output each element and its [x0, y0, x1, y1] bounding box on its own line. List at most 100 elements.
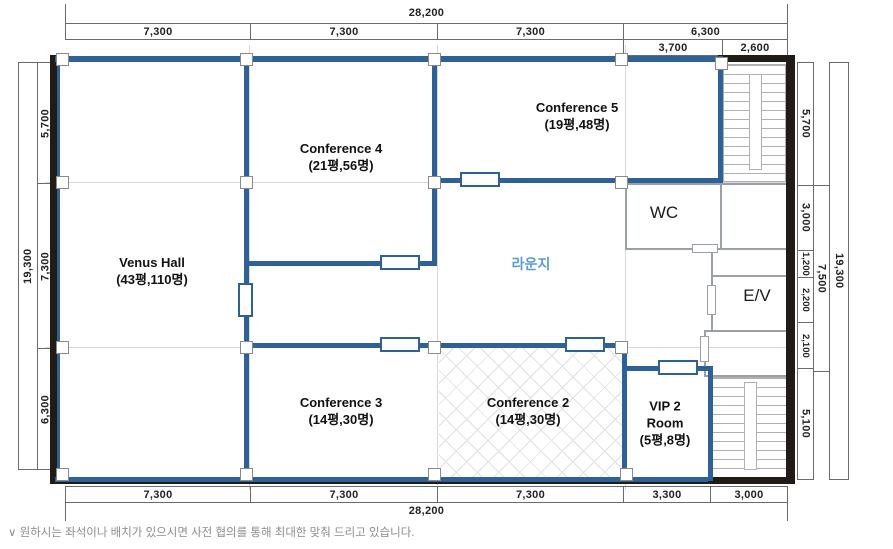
room-name: Room [646, 415, 684, 431]
room-capacity: (21평,56명) [308, 158, 374, 173]
room-name: Conference 4 [299, 141, 383, 157]
staircase-top-right [723, 64, 786, 182]
dim-tick [787, 4, 788, 23]
wall-vip-right [708, 366, 713, 481]
dim-bottom-2: 7,300 [250, 486, 438, 503]
dim-right-1: 5,700 [797, 62, 814, 186]
column [615, 341, 628, 354]
dim-top-3: 7,300 [437, 23, 624, 40]
grid-vertical-2 [437, 45, 438, 490]
door-venus-hall [238, 283, 253, 317]
column [56, 176, 69, 189]
wall-venus-right [244, 61, 249, 481]
column [428, 176, 441, 189]
room-name: Conference 5 [535, 100, 619, 116]
dim-bottom-3: 7,300 [437, 486, 624, 503]
column [240, 468, 253, 481]
dim-bottom-4: 3,300 [623, 486, 711, 503]
outer-wall-top-right [718, 55, 795, 62]
vip2-room-label: VIP 2 Room (5평,8명) [640, 399, 691, 450]
ev-label: E/V [743, 286, 771, 305]
dim-tick [787, 502, 788, 521]
dim-right-3: 1,200 [797, 250, 814, 278]
room-name: Conference 2 [486, 395, 570, 411]
footer-note: ∨ 원하시는 좌석이나 배치가 있으시면 사전 협의를 통해 최대한 맞춰 드리… [8, 527, 415, 539]
dim-top-total: 28,200 [408, 7, 445, 19]
door-vip2-room [658, 360, 698, 375]
dim-right-mid: 7,500 [813, 185, 830, 372]
room-capacity: (5평,8명) [639, 432, 691, 448]
room-capacity: (19평,48명) [544, 117, 610, 132]
column [615, 53, 628, 66]
column [620, 468, 633, 481]
dim-left-total: 19,300 [18, 62, 38, 470]
staircase-rail [749, 74, 762, 170]
door-ev-lower [700, 336, 709, 362]
wall-stairs2-top [706, 375, 788, 377]
outer-wall-left [50, 55, 57, 484]
wall-top [55, 56, 723, 62]
dim-right-4: 2,200 [797, 277, 814, 323]
dim-right-total: 19,300 [829, 62, 849, 480]
column [428, 468, 441, 481]
room-name: VIP 2 [649, 398, 681, 414]
dim-right-2: 3,000 [797, 185, 814, 251]
dim-tick [65, 502, 66, 521]
column [56, 53, 69, 66]
door-conference3 [380, 337, 420, 352]
door-wc [692, 244, 718, 253]
dim-right-5: 2,100 [797, 322, 814, 369]
dim-top-6: 2,600 [722, 39, 788, 56]
dim-bottom-total: 28,200 [408, 505, 445, 517]
staircase-rail [744, 382, 757, 470]
column [428, 341, 441, 354]
door-conference5 [460, 172, 500, 187]
room-name: Venus Hall [119, 255, 185, 271]
wall-wc-top [625, 183, 788, 185]
column [240, 341, 253, 354]
conference5-label: Conference 5 (19평,48명) [536, 100, 618, 134]
conference4-label: Conference 4 (21평,56명) [300, 141, 382, 175]
staircase-bottom-right [712, 377, 788, 478]
outer-wall-right [786, 55, 795, 484]
wc-label: WC [649, 203, 679, 222]
column [56, 468, 69, 481]
wall-conf5-bottom [437, 178, 723, 183]
dim-top-1: 7,300 [65, 23, 251, 40]
wall-conf4-conf5-divider [432, 61, 437, 266]
door-conference2 [565, 337, 605, 352]
column [428, 53, 441, 66]
wall-bottom [55, 477, 708, 482]
wall-left-inner [57, 57, 60, 481]
conference3-label: Conference 3 (14평,30명) [300, 395, 382, 429]
conference2-hatch [439, 348, 622, 477]
conference2-label: Conference 2 (14평,30명) [487, 395, 569, 429]
grid-horizontal-1 [45, 182, 795, 183]
dim-bottom-1: 7,300 [65, 486, 251, 503]
column [56, 341, 69, 354]
wall-conf5-right [718, 57, 723, 182]
dim-top-4: 6,300 [623, 23, 788, 40]
wall-ev-top [711, 275, 788, 277]
room-name: Conference 3 [299, 395, 383, 411]
room-capacity: (14평,30명) [495, 412, 561, 427]
column [615, 176, 628, 189]
room-capacity: (14평,30명) [308, 412, 374, 427]
column [715, 57, 728, 70]
wall-conf4-bottom [244, 261, 437, 266]
wall-wc-left [625, 183, 627, 250]
wall-wc-right-divider [720, 183, 722, 250]
column [240, 53, 253, 66]
dim-top-5: 3,700 [623, 39, 723, 56]
room-capacity: (43평,110명) [116, 272, 188, 287]
dim-tick [65, 4, 66, 23]
grid-vertical-1 [249, 45, 250, 490]
lounge-label: 라운지 [511, 256, 551, 272]
column [240, 176, 253, 189]
grid-vertical-3 [625, 45, 626, 490]
wall-conf2-right [622, 343, 627, 481]
door-ev-upper [707, 285, 716, 315]
dim-right-6: 5,100 [797, 368, 814, 480]
door-conference4 [380, 255, 420, 270]
